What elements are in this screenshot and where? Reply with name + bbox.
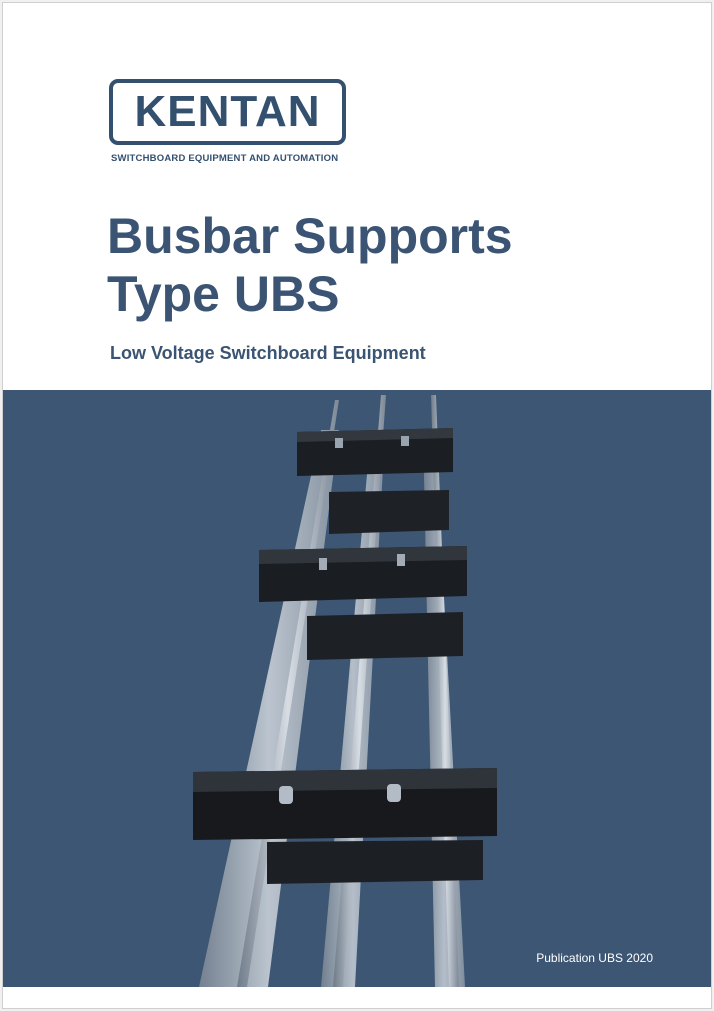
busbar-illustration — [193, 395, 497, 987]
support-block-6 — [267, 840, 483, 884]
support-block-2 — [329, 490, 449, 534]
kentan-logo: KENTAN — [109, 79, 346, 145]
support-block-5 — [193, 768, 497, 840]
support-block-3 — [259, 546, 467, 602]
logo-wordmark: KENTAN — [134, 87, 321, 136]
logo-tagline: SWITCHBOARD EQUIPMENT AND AUTOMATION — [111, 153, 339, 164]
product-photo: Publication UBS 2020 — [3, 390, 711, 987]
title-line-1: Busbar Supports — [107, 208, 513, 264]
publication-label: Publication UBS 2020 — [536, 951, 653, 965]
support-block-4 — [307, 612, 463, 660]
page-title: Busbar Supports Type UBS — [107, 207, 513, 323]
support-block-1 — [297, 428, 453, 476]
title-line-2: Type UBS — [107, 266, 340, 322]
page-subtitle: Low Voltage Switchboard Equipment — [110, 343, 426, 363]
